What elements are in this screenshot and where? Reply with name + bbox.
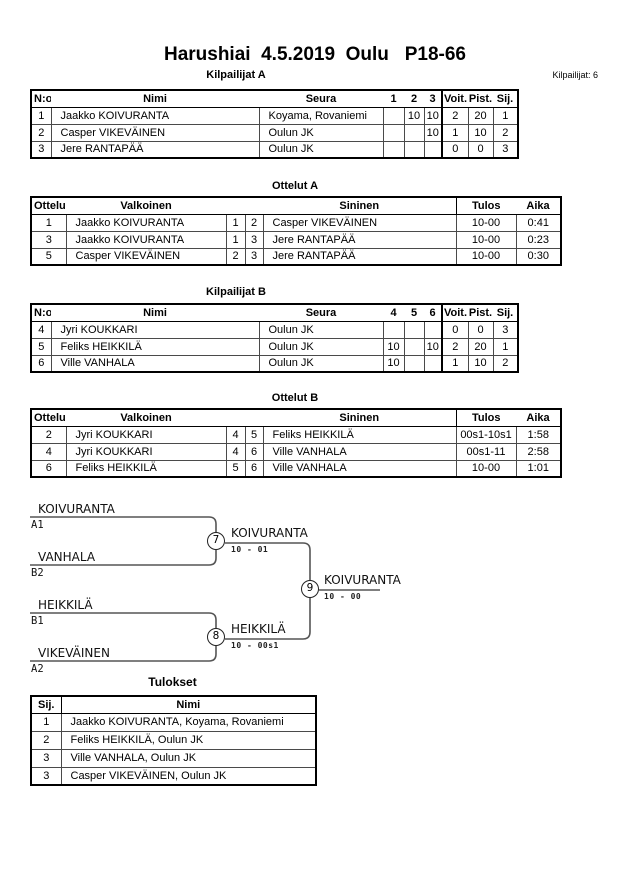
bracket-sf1-score: 10 - 01 xyxy=(231,545,269,554)
page-title: Harushiai 4.5.2019 Oulu P18-66 xyxy=(163,44,467,65)
competitors-count: Kilpailijat: 6 xyxy=(552,70,598,80)
col-header-ottelu: Ottelu xyxy=(31,197,66,215)
pool-a-title: Kilpailijat A xyxy=(206,69,266,81)
bracket-final-score: 10 - 00 xyxy=(324,592,362,601)
cell-points: 10 xyxy=(467,354,494,373)
col-header-nimi: Nimi xyxy=(60,696,316,714)
cell-club: Oulun JK xyxy=(258,140,384,159)
bracket-player-a2: VIKEVÄINEN xyxy=(38,646,110,660)
table-row: 3 Jere RANTAPÄÄ Oulun JK 0 0 3 xyxy=(30,140,519,159)
table-row: 2 Feliks HEIKKILÄ, Oulun JK xyxy=(30,730,317,750)
results-title: Tulokset xyxy=(148,675,197,689)
header-row: Ottelu Valkoinen Sininen Tulos Aika xyxy=(31,197,561,215)
cell-time: 0:30 xyxy=(515,247,562,266)
matches-b-title: Ottelut B xyxy=(271,392,319,404)
pool-a-table: N:o Nimi Seura 1 2 3 Voit. Pist. Sij. 1 … xyxy=(30,89,519,159)
cell-place: 1 xyxy=(30,712,62,732)
cell-blue-name: Feliks HEIKKILÄ xyxy=(262,425,457,444)
col-header-pist: Pist. xyxy=(468,90,493,108)
cell-result: 10-00 xyxy=(455,459,517,478)
match-number-badge: 8 xyxy=(207,628,225,646)
bracket-player-b2: VANHALA xyxy=(38,550,96,564)
col-header-voit: Voit. xyxy=(441,304,468,322)
cell-blue-name: Jere RANTAPÄÄ xyxy=(262,247,457,266)
cell-place: 2 xyxy=(492,354,519,373)
bracket-seed-a1: A1 xyxy=(31,519,44,531)
cell-points: 0 xyxy=(467,140,494,159)
cell-time: 1:58 xyxy=(515,425,562,444)
cell-name: Jaakko KOIVURANTA, Koyama, Rovaniemi xyxy=(60,712,317,732)
cell-result: 10-00 xyxy=(455,213,517,232)
bracket-final-winner: KOIVURANTA xyxy=(324,573,401,587)
bracket-sf1-winner: KOIVURANTA xyxy=(231,526,308,540)
bracket-sf2-score: 10 - 00s1 xyxy=(231,641,279,650)
cell-white-name: Casper VIKEVÄINEN xyxy=(65,247,227,266)
table-row: 6 Ville VANHALA Oulun JK 10 1 10 2 xyxy=(30,354,519,373)
col-header-voit: Voit. xyxy=(441,90,468,108)
table-row: 3 Casper VIKEVÄINEN, Oulun JK xyxy=(30,766,317,786)
matches-a-title: Ottelut A xyxy=(271,180,319,192)
cell-place: 2 xyxy=(30,730,62,750)
table-row: 6 Feliks HEIKKILÄ 5 6 Ville VANHALA 10-0… xyxy=(30,459,562,478)
cell-result: 10-00 xyxy=(455,230,517,249)
cell-game: 10 xyxy=(382,337,405,356)
pool-b-title: Kilpailijat B xyxy=(206,286,266,298)
match-number-badge: 7 xyxy=(207,532,225,550)
table-row: 1 Jaakko KOIVURANTA, Koyama, Rovaniemi xyxy=(30,712,317,732)
matches-b-table: Ottelu Valkoinen Sininen Tulos Aika 2 Jy… xyxy=(30,408,562,478)
pool-b-table: N:o Nimi Seura 4 5 6 Voit. Pist. Sij. 4 … xyxy=(30,303,519,373)
match-number-badge: 9 xyxy=(301,580,319,598)
bracket-player-a1: KOIVURANTA xyxy=(38,502,115,516)
results-table: Sij. Nimi 1 Jaakko KOIVURANTA, Koyama, R… xyxy=(30,695,317,786)
table-row: 1 Jaakko KOIVURANTA Koyama, Rovaniemi 10… xyxy=(30,106,519,125)
matches-a-table: Ottelu Valkoinen Sininen Tulos Aika 1 Ja… xyxy=(30,196,562,266)
header-row: Sij. Nimi xyxy=(31,696,316,714)
bracket-seed-a2: A2 xyxy=(31,663,44,675)
header-row: Ottelu Valkoinen Sininen Tulos Aika xyxy=(31,409,561,427)
bracket-seed-b2: B2 xyxy=(31,567,44,579)
cell-club: Koyama, Rovaniemi xyxy=(258,106,384,125)
cell-name: Jere RANTAPÄÄ xyxy=(50,140,260,159)
cell-place: 3 xyxy=(492,140,519,159)
col-header-tulos: Tulos xyxy=(455,409,516,427)
cell-name: Feliks HEIKKILÄ, Oulun JK xyxy=(60,730,317,750)
col-header-sij: Sij. xyxy=(31,696,61,714)
header-row: N:o Nimi Seura 4 5 6 Voit. Pist. Sij. xyxy=(31,304,518,322)
cell-name: Jyri KOUKKARI xyxy=(50,320,260,339)
cell-name: Ville VANHALA, Oulun JK xyxy=(60,748,317,768)
cell-blue-name: Ville VANHALA xyxy=(262,459,457,478)
table-row: 5 Casper VIKEVÄINEN 2 3 Jere RANTAPÄÄ 10… xyxy=(30,247,562,266)
cell-result: 10-00 xyxy=(455,247,517,266)
cell-game: 10 xyxy=(403,106,425,125)
cell-name: Casper VIKEVÄINEN, Oulun JK xyxy=(60,766,317,786)
cell-blue-no: 6 xyxy=(244,459,264,478)
table-row: 3 Ville VANHALA, Oulun JK xyxy=(30,748,317,768)
table-row: 3 Jaakko KOIVURANTA 1 3 Jere RANTAPÄÄ 10… xyxy=(30,230,562,249)
cell-time: 2:58 xyxy=(515,442,562,461)
bracket-seed-b1: B1 xyxy=(31,615,44,627)
table-row: 4 Jyri KOUKKARI 4 6 Ville VANHALA 00s1-1… xyxy=(30,442,562,461)
cell-white-name: Feliks HEIKKILÄ xyxy=(65,459,227,478)
cell-time: 1:01 xyxy=(515,459,562,478)
bracket-sf2-winner: HEIKKILÄ xyxy=(231,622,286,636)
col-header-tulos: Tulos xyxy=(455,197,516,215)
cell-place: 3 xyxy=(30,748,62,768)
table-row: 4 Jyri KOUKKARI Oulun JK 0 0 3 xyxy=(30,320,519,339)
cell-place: 3 xyxy=(30,766,62,786)
cell-club: Oulun JK xyxy=(258,354,384,373)
bracket-player-b1: HEIKKILÄ xyxy=(38,598,93,612)
col-header-valkoinen: Valkoinen xyxy=(66,197,226,215)
cell-white-name: Jyri KOUKKARI xyxy=(65,442,227,461)
